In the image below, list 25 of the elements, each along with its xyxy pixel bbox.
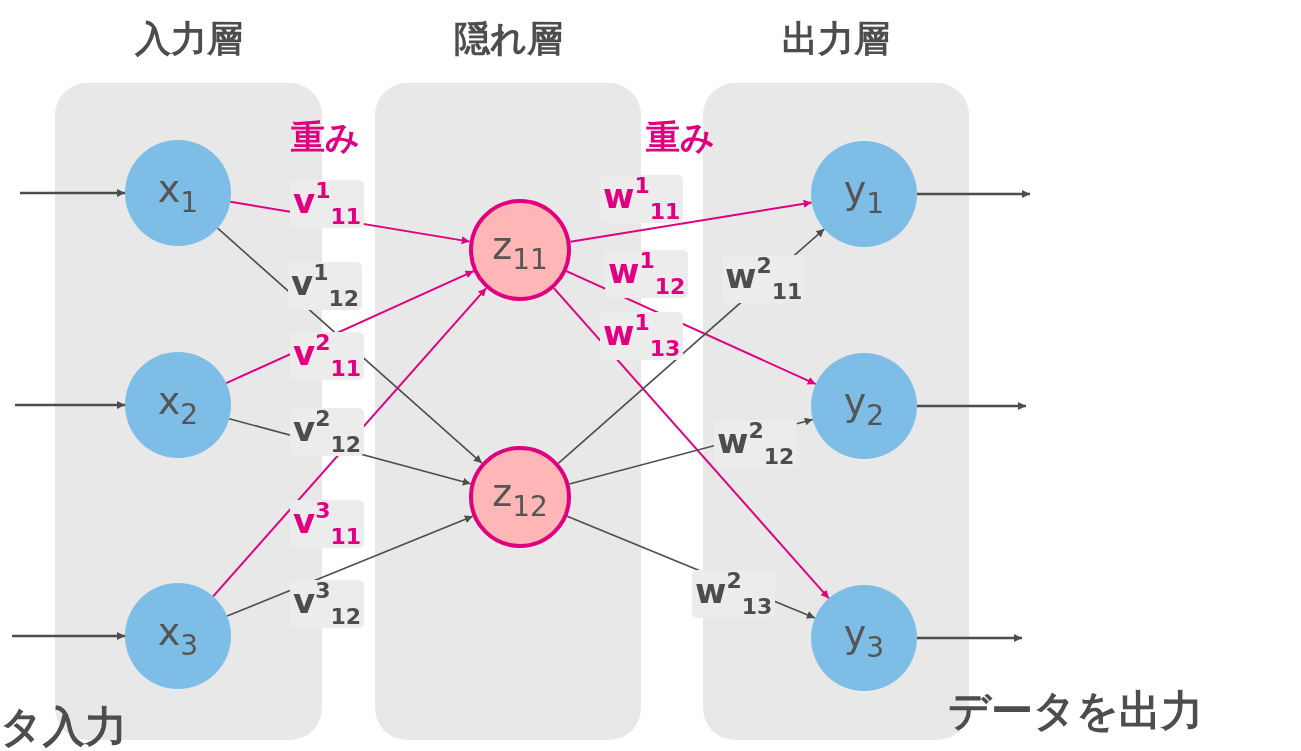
layer-heading: 隠れ層 [452,17,564,61]
signal-arrow [12,632,125,640]
weight-arrow [557,228,826,465]
weight-arrow [228,417,472,486]
footer-text: タ入力 [0,706,127,748]
footer-text: データを出力 [948,690,1203,732]
weight-arrow [565,270,817,386]
weight-arrow [216,227,483,464]
signal-arrow [917,190,1030,198]
weight-arrow [552,287,830,600]
signal-arrow [15,401,125,409]
signal-arrow [917,402,1026,410]
weight-arrow [225,270,475,385]
layer-heading: 出力層 [781,17,891,61]
weight-arrow [568,417,814,485]
layer-heading: 入力層 [133,17,244,61]
signal-arrow [917,634,1022,642]
weight-arrow [226,515,474,617]
weight-arrow [212,287,488,598]
signal-arrow [20,189,125,197]
weight-arrow [229,200,471,245]
weight-arrow [569,199,813,243]
weight-arrow [566,515,816,619]
weight-label: 重み [290,120,360,154]
weight-label: 重み [645,120,715,154]
